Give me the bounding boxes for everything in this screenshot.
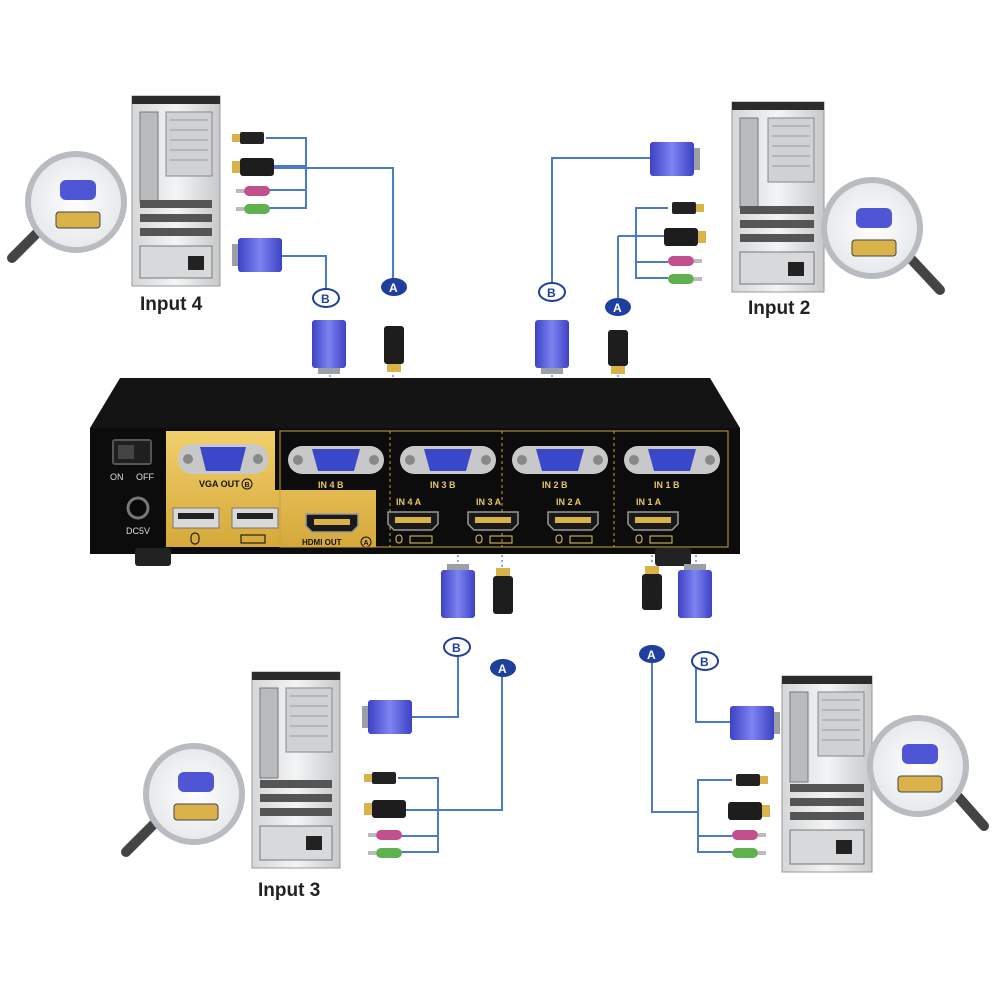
magnifier-icon bbox=[821, 177, 945, 295]
hdmi-in3-port[interactable] bbox=[467, 511, 519, 531]
magnifier-icon bbox=[7, 151, 127, 263]
vga-in3-port[interactable] bbox=[400, 446, 496, 474]
badge-a-in1: A bbox=[639, 645, 665, 663]
usb-mouse-port[interactable] bbox=[172, 507, 220, 529]
hdmi-in2-port[interactable] bbox=[547, 511, 599, 531]
vga-in4-port[interactable] bbox=[288, 446, 384, 474]
in2a-label: IN 2 A bbox=[556, 497, 582, 507]
badge-a-in4: A bbox=[381, 278, 407, 296]
vga-out-label: VGA OUT bbox=[199, 479, 240, 489]
hdmi-plug-in4 bbox=[384, 326, 404, 372]
switch-on-label: ON bbox=[110, 472, 124, 482]
in3b-label: IN 3 B bbox=[430, 480, 456, 490]
power-label: DC5V bbox=[126, 526, 150, 536]
input3-label: Input 3 bbox=[258, 880, 320, 901]
hdmi-plug-in2 bbox=[608, 330, 628, 374]
input4-label: Input 4 bbox=[140, 294, 203, 315]
svg-text:B: B bbox=[452, 641, 461, 655]
vga-plug-pc3 bbox=[362, 700, 412, 734]
badge-b-in4: B bbox=[312, 288, 340, 308]
hdmi-in1-port[interactable] bbox=[627, 511, 679, 531]
vga-plug-pc1 bbox=[730, 706, 780, 740]
kvm-switch: ON OFF DC5V VGA OUT B bbox=[90, 378, 740, 566]
side-cables-pc3 bbox=[364, 772, 406, 858]
side-cables-pc2 bbox=[664, 202, 706, 284]
pc-tower-input4 bbox=[131, 95, 221, 287]
vga-plug-in4 bbox=[312, 320, 346, 374]
pc-tower-input2 bbox=[731, 101, 825, 293]
vga-plug-pc2 bbox=[650, 142, 700, 176]
in2b-label: IN 2 B bbox=[542, 480, 568, 490]
vga-plug-pc4 bbox=[232, 238, 282, 272]
svg-text:A: A bbox=[498, 662, 507, 676]
usb-keyboard-port[interactable] bbox=[231, 507, 279, 529]
hdmi-out-port[interactable] bbox=[305, 513, 359, 533]
hdmi-plug-in1 bbox=[642, 566, 662, 610]
cable-lines bbox=[266, 137, 732, 853]
mouse-icon bbox=[190, 532, 200, 545]
side-cables-pc4 bbox=[232, 132, 274, 214]
svg-text:B: B bbox=[547, 286, 556, 300]
magnifier-icon bbox=[867, 715, 989, 831]
badge-b-in2: B bbox=[538, 282, 566, 302]
badge-a-in2: A bbox=[605, 298, 631, 316]
in3a-label: IN 3 A bbox=[476, 497, 502, 507]
vga-out-port[interactable] bbox=[178, 444, 268, 474]
vga-out-badge: B bbox=[245, 482, 250, 489]
vga-in1-port[interactable] bbox=[624, 446, 720, 474]
port-usb-icons bbox=[395, 534, 673, 544]
input2-label: Input 2 bbox=[748, 298, 810, 319]
keyboard-icon bbox=[240, 534, 266, 544]
in4a-label: IN 4 A bbox=[396, 497, 422, 507]
magnifier-icon bbox=[121, 743, 245, 857]
hdmi-in4-port[interactable] bbox=[387, 511, 439, 531]
in1b-label: IN 1 B bbox=[654, 480, 680, 490]
svg-text:A: A bbox=[647, 648, 656, 662]
hdmi-out-label: HDMI OUT bbox=[302, 538, 342, 547]
svg-text:B: B bbox=[321, 292, 330, 306]
badge-a-in3: A bbox=[490, 659, 516, 677]
hdmi-plug-in3 bbox=[493, 568, 513, 614]
pc-tower-input1 bbox=[781, 675, 873, 873]
in4b-label: IN 4 B bbox=[318, 480, 344, 490]
switch-off-label: OFF bbox=[136, 472, 154, 482]
badge-b-in3: B bbox=[443, 637, 471, 657]
vga-plug-in2 bbox=[535, 320, 569, 374]
hdmi-out-badge: A bbox=[364, 540, 369, 547]
vga-plug-in3 bbox=[441, 564, 475, 618]
svg-text:A: A bbox=[613, 301, 622, 315]
vga-in2-port[interactable] bbox=[512, 446, 608, 474]
power-jack bbox=[126, 496, 150, 520]
badge-b-in1: B bbox=[691, 651, 719, 671]
svg-text:B: B bbox=[700, 655, 709, 669]
vga-plug-in1 bbox=[678, 564, 712, 618]
side-cables-pc1 bbox=[728, 774, 770, 858]
pc-tower-input3 bbox=[251, 671, 341, 869]
in1a-label: IN 1 A bbox=[636, 497, 662, 507]
svg-text:A: A bbox=[389, 281, 398, 295]
